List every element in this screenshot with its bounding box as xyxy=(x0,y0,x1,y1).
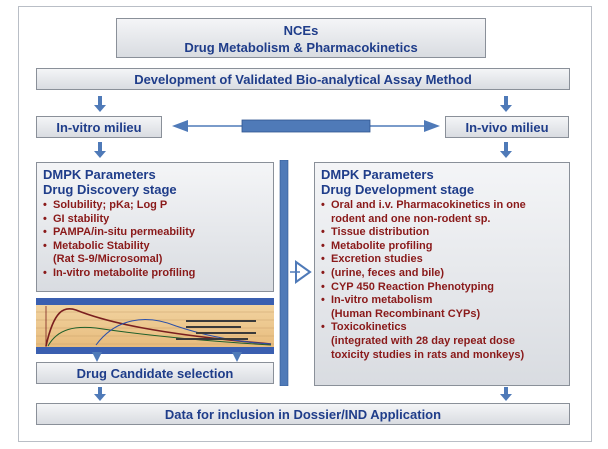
discovery-item: Solubility; pKa; Log P xyxy=(43,199,273,213)
double-arrow-milieu xyxy=(172,119,440,133)
assay-method-label: Development of Validated Bio-analytical … xyxy=(134,71,472,87)
arrow-down-assay-right xyxy=(500,96,512,112)
development-item-continuation: (integrated with 28 day repeat dose xyxy=(331,334,515,347)
arrow-down-vivo xyxy=(500,142,512,158)
development-panel-title: DMPK Parameters xyxy=(321,167,434,182)
in-vivo-milieu-box: In-vivo milieu xyxy=(445,116,569,138)
arrow-down-plot-right xyxy=(232,352,242,362)
discovery-panel-title: DMPK Parameters xyxy=(43,167,156,182)
development-item: CYP 450 Reaction Phenotyping xyxy=(321,281,569,295)
assay-method-box: Development of Validated Bio-analytical … xyxy=(36,68,570,90)
in-vitro-milieu-box: In-vitro milieu xyxy=(36,116,162,138)
development-panel-subtitle: Drug Development stage xyxy=(321,182,475,197)
discovery-item: GI stability xyxy=(43,213,273,227)
development-item-continuation: (Human Recombinant CYPs) xyxy=(331,307,481,320)
development-item: Oral and i.v. Pharmacokinetics in one xyxy=(321,199,569,213)
arrow-down-assay-left xyxy=(94,96,106,112)
development-item: Tissue distribution xyxy=(321,226,569,240)
development-item-continuation: rodent and one non-rodent sp. xyxy=(331,212,491,225)
discovery-item-continuation: (Rat S-9/Microsomal) xyxy=(53,253,163,266)
arrow-down-development xyxy=(500,387,512,401)
development-item-continuation: toxicity studies in rats and monkeys) xyxy=(331,348,525,361)
candidate-selection-label: Drug Candidate selection xyxy=(76,365,234,381)
development-item: Metabolite profiling xyxy=(321,240,569,254)
dossier-box: Data for inclusion in Dossier/IND Applic… xyxy=(36,403,570,425)
discovery-parameter-list: Solubility; pKa; Log P GI stability PAMP… xyxy=(43,199,273,281)
in-vitro-milieu-label: In-vitro milieu xyxy=(56,119,142,135)
pk-curve-image xyxy=(36,298,274,354)
development-item: Toxicokinetics xyxy=(321,321,569,335)
discovery-panel: DMPK Parameters Drug Discovery stage Sol… xyxy=(36,162,274,292)
dossier-label: Data for inclusion in Dossier/IND Applic… xyxy=(164,406,442,422)
development-panel: DMPK Parameters Drug Development stage O… xyxy=(314,162,570,386)
vertical-connector-arrow xyxy=(279,160,312,386)
development-parameter-list: Oral and i.v. Pharmacokinetics in one ro… xyxy=(321,199,569,362)
arrow-down-candidate xyxy=(94,387,106,401)
discovery-item: In-vitro metabolite profiling xyxy=(43,267,273,281)
development-item: In-vitro metabolism xyxy=(321,294,569,308)
discovery-item: PAMPA/in-situ permeability xyxy=(43,226,273,240)
title-box: NCEs Drug Metabolism & Pharmacokinetics xyxy=(116,18,486,58)
in-vivo-milieu-label: In-vivo milieu xyxy=(465,119,549,135)
candidate-selection-box: Drug Candidate selection xyxy=(36,362,274,384)
arrow-down-plot-left xyxy=(92,352,102,362)
development-item: Excretion studies xyxy=(321,253,569,267)
title-line-2: Drug Metabolism & Pharmacokinetics xyxy=(184,40,418,55)
discovery-item: Metabolic Stability xyxy=(43,240,273,254)
title-line-1: NCEs xyxy=(283,23,319,38)
discovery-panel-subtitle: Drug Discovery stage xyxy=(43,182,177,197)
development-item: (urine, feces and bile) xyxy=(321,267,569,281)
arrow-down-vitro xyxy=(94,142,106,158)
